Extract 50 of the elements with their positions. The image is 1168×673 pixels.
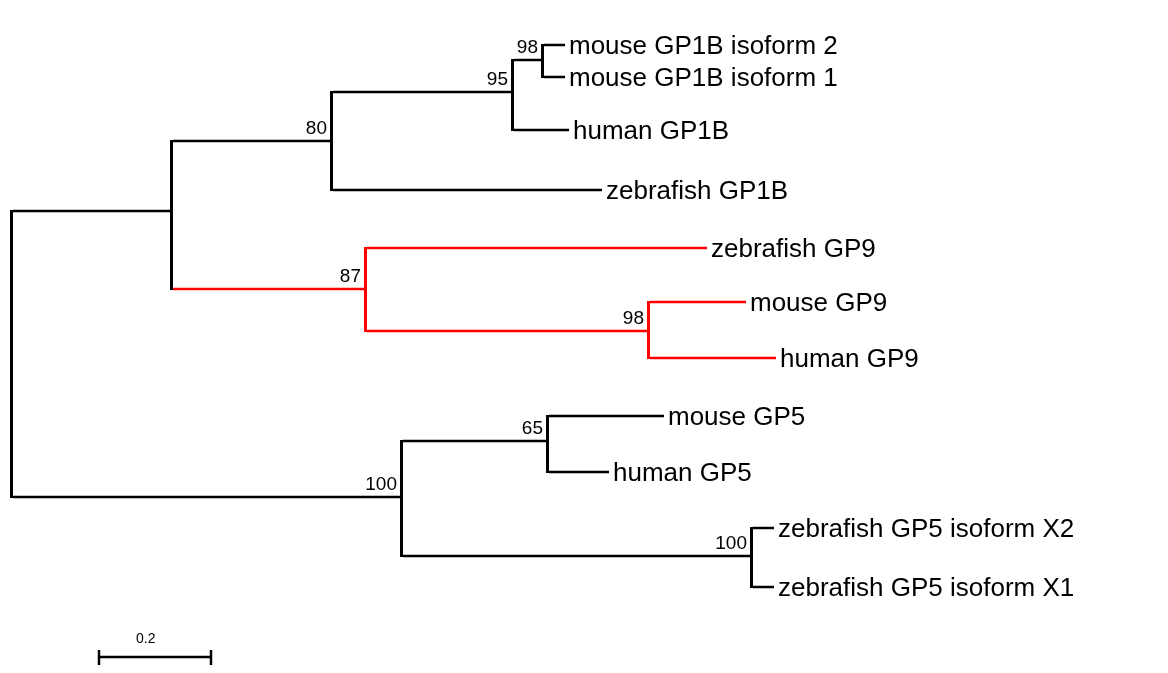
branch-line <box>650 356 776 360</box>
bootstrap-value: 87 <box>339 266 361 286</box>
branch-line <box>333 188 602 192</box>
bootstrap-value: 65 <box>521 418 543 438</box>
branch-node-line <box>750 526 753 589</box>
branch-node-line <box>400 439 403 558</box>
taxon-label: zebrafish GP1B <box>606 175 789 205</box>
bootstrap-value: 98 <box>622 308 644 328</box>
branch-line <box>549 414 664 418</box>
branch-node-line <box>10 209 13 499</box>
branch-node-line <box>511 58 514 132</box>
taxon-label: human GP5 <box>613 457 752 487</box>
branch-line <box>514 128 569 132</box>
branch-node-line <box>647 300 650 360</box>
branch-line <box>13 209 170 213</box>
branch-line <box>514 58 541 62</box>
bootstrap-value: 80 <box>305 118 327 138</box>
taxon-label: zebrafish GP9 <box>711 233 876 263</box>
branch-line <box>403 439 546 443</box>
bootstrap-value: 98 <box>516 37 538 57</box>
branch-node-line <box>170 139 173 291</box>
taxon-label: mouse GP1B isoform 2 <box>569 30 838 60</box>
branch-line <box>544 75 565 79</box>
branch-line <box>753 585 774 589</box>
branch-line <box>367 246 707 250</box>
branch-line <box>173 287 364 291</box>
branch-node-line <box>546 414 549 474</box>
branch-node-line <box>541 43 544 79</box>
branch-line <box>367 329 647 333</box>
taxon-label: mouse GP1B isoform 1 <box>569 62 838 92</box>
bootstrap-value: 100 <box>365 474 397 494</box>
taxon-label: human GP9 <box>780 343 919 373</box>
branch-line <box>13 495 400 499</box>
bootstrap-value: 95 <box>486 69 508 89</box>
taxon-label: mouse GP9 <box>750 287 888 317</box>
scale-label: 0.2 <box>136 630 156 646</box>
branch-line <box>753 526 774 530</box>
bootstrap-value: 100 <box>715 533 747 553</box>
taxon-label: human GP1B <box>573 115 730 145</box>
branch-line <box>333 90 511 94</box>
branch-node-line <box>364 246 367 333</box>
branch-line <box>173 139 330 143</box>
taxon-label: mouse GP5 <box>668 401 806 431</box>
taxon-label: zebrafish GP5 isoform X2 <box>778 513 1075 543</box>
taxon-label: zebrafish GP5 isoform X1 <box>778 572 1075 602</box>
branch-line <box>650 300 746 304</box>
branch-line <box>403 554 750 558</box>
branch-node-line <box>330 90 333 192</box>
branch-line <box>549 470 609 474</box>
branch-line <box>544 43 565 47</box>
